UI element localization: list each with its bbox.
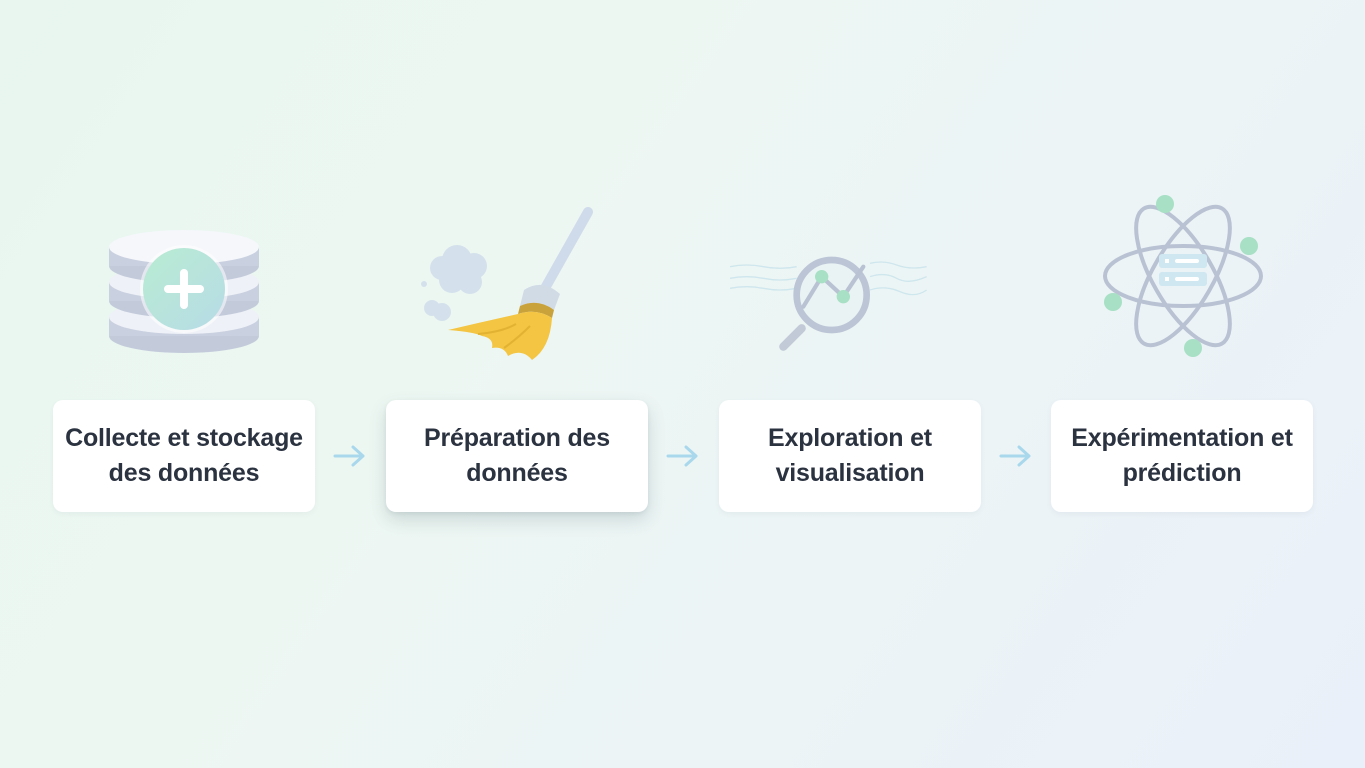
step-card-collecte[interactable]: Collecte et stockage des données [53,400,315,512]
arrow-right-icon [998,443,1034,469]
step-card-exploration[interactable]: Exploration et visualisation [719,400,981,512]
arrow-right-icon [332,443,368,469]
broom-icon [412,198,612,378]
step-label: Collecte et stockage des données [65,424,303,487]
step-label: Exploration et visualisation [768,424,932,487]
arrow-right-icon [665,443,701,469]
database-add-icon [84,205,284,385]
magnifier-chart-icon [730,200,930,380]
step-label: Expérimentation et prédiction [1071,424,1293,487]
atom-server-icon [1083,188,1283,368]
step-card-experimentation[interactable]: Expérimentation et prédiction [1051,400,1313,512]
step-card-preparation[interactable]: Préparation des données [386,400,648,512]
step-label: Préparation des données [424,424,610,487]
